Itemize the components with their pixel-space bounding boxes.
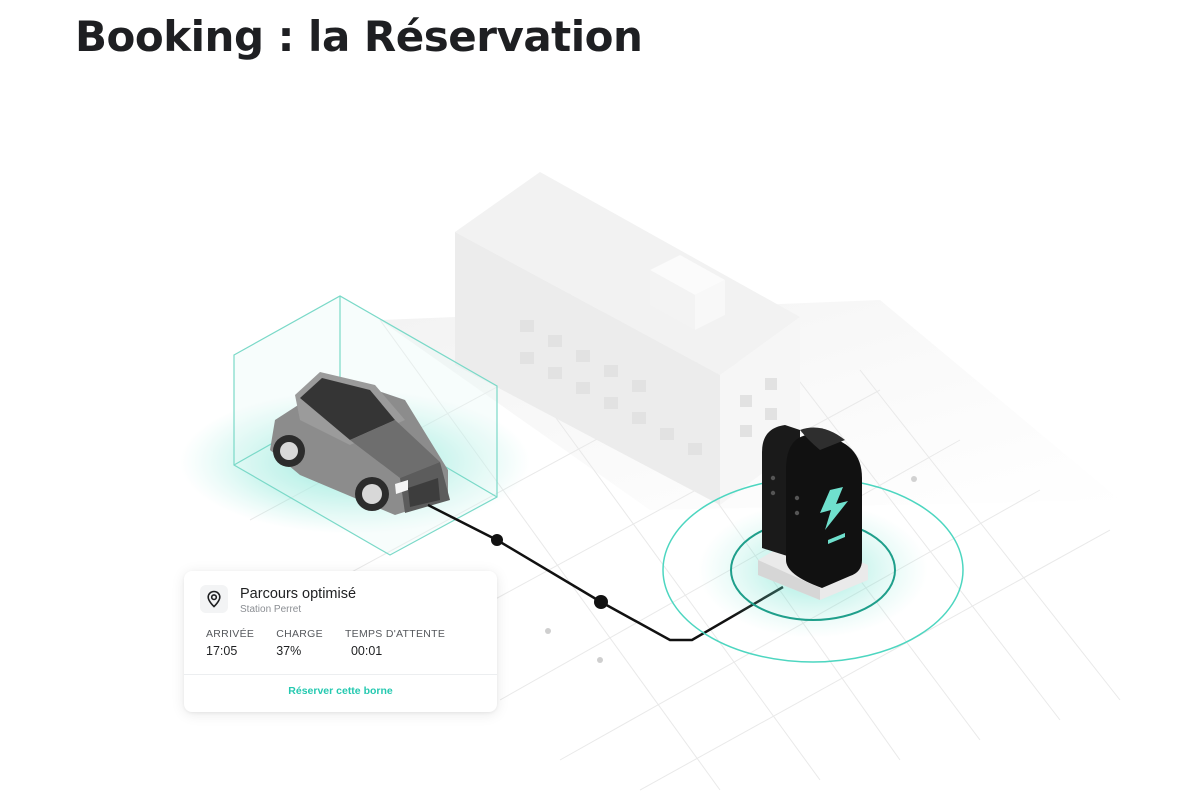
card-divider (184, 674, 497, 675)
stat-value: 17:05 (206, 644, 238, 658)
stat-charge: CHARGE 37% (276, 627, 323, 659)
route-card-header: Parcours optimisé Station Perret (200, 585, 356, 616)
building-icon (380, 172, 1120, 510)
route-card: Parcours optimisé Station Perret ARRIVÉE… (184, 571, 497, 712)
stat-value: 00:01 (350, 644, 383, 658)
car-icon (270, 372, 450, 515)
stat-label: TEMPS D'ATTENTE (344, 628, 446, 640)
stat-label: ARRIVÉE (206, 628, 255, 640)
reserve-station-button[interactable]: Réserver cette borne (288, 685, 393, 697)
stat-label: CHARGE (276, 628, 323, 640)
stat-wait-time: TEMPS D'ATTENTE 00:01 (345, 627, 445, 659)
stat-arrival: ARRIVÉE 17:05 (206, 627, 254, 659)
route-line (427, 503, 784, 642)
route-card-subtitle: Station Perret (240, 604, 302, 615)
route-card-title: Parcours optimisé (240, 586, 357, 602)
stat-value: 37% (276, 644, 302, 658)
charging-station-icon (758, 425, 868, 600)
location-pin-icon (200, 585, 228, 613)
route-stats: ARRIVÉE 17:05 CHARGE 37% TEMPS D'ATTENTE… (206, 627, 467, 659)
page-title: Booking : la Réservation (75, 12, 643, 61)
